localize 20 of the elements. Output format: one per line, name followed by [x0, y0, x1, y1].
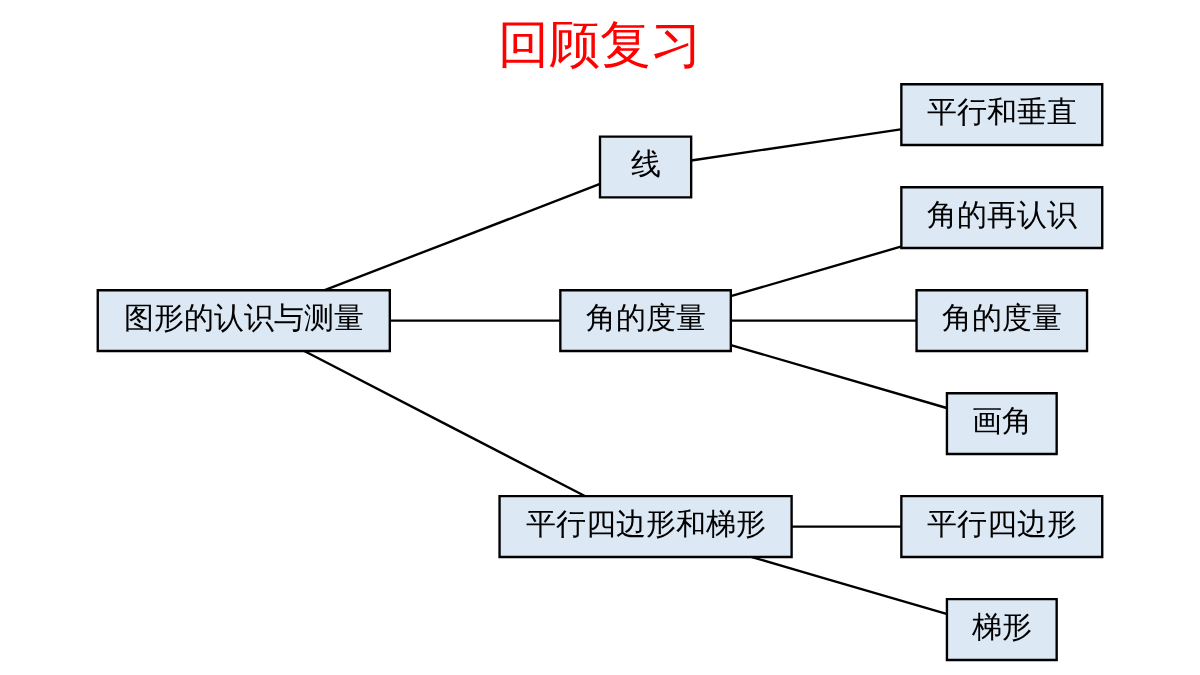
node-box: 角的度量 [915, 289, 1089, 353]
node-box: 角的再认识 [900, 186, 1104, 250]
node-box: 平行和垂直 [900, 83, 1104, 147]
node-box: 梯形 [945, 598, 1058, 662]
connector [303, 349, 586, 498]
connector [730, 319, 917, 322]
diagram-title: 回顾复习 [498, 15, 702, 75]
node-box: 线 [598, 135, 693, 199]
connector [730, 343, 948, 410]
node-box: 角的度量 [559, 289, 732, 353]
connector [324, 182, 601, 292]
connector [751, 555, 947, 616]
connector [730, 245, 902, 298]
connector [791, 525, 902, 528]
node-box: 画角 [945, 392, 1058, 456]
node-box: 平行四边形 [900, 495, 1104, 559]
connector [389, 319, 561, 322]
node-box: 图形的认识与测量 [96, 289, 391, 353]
connector [691, 128, 901, 162]
node-box: 平行四边形和梯形 [498, 495, 793, 559]
